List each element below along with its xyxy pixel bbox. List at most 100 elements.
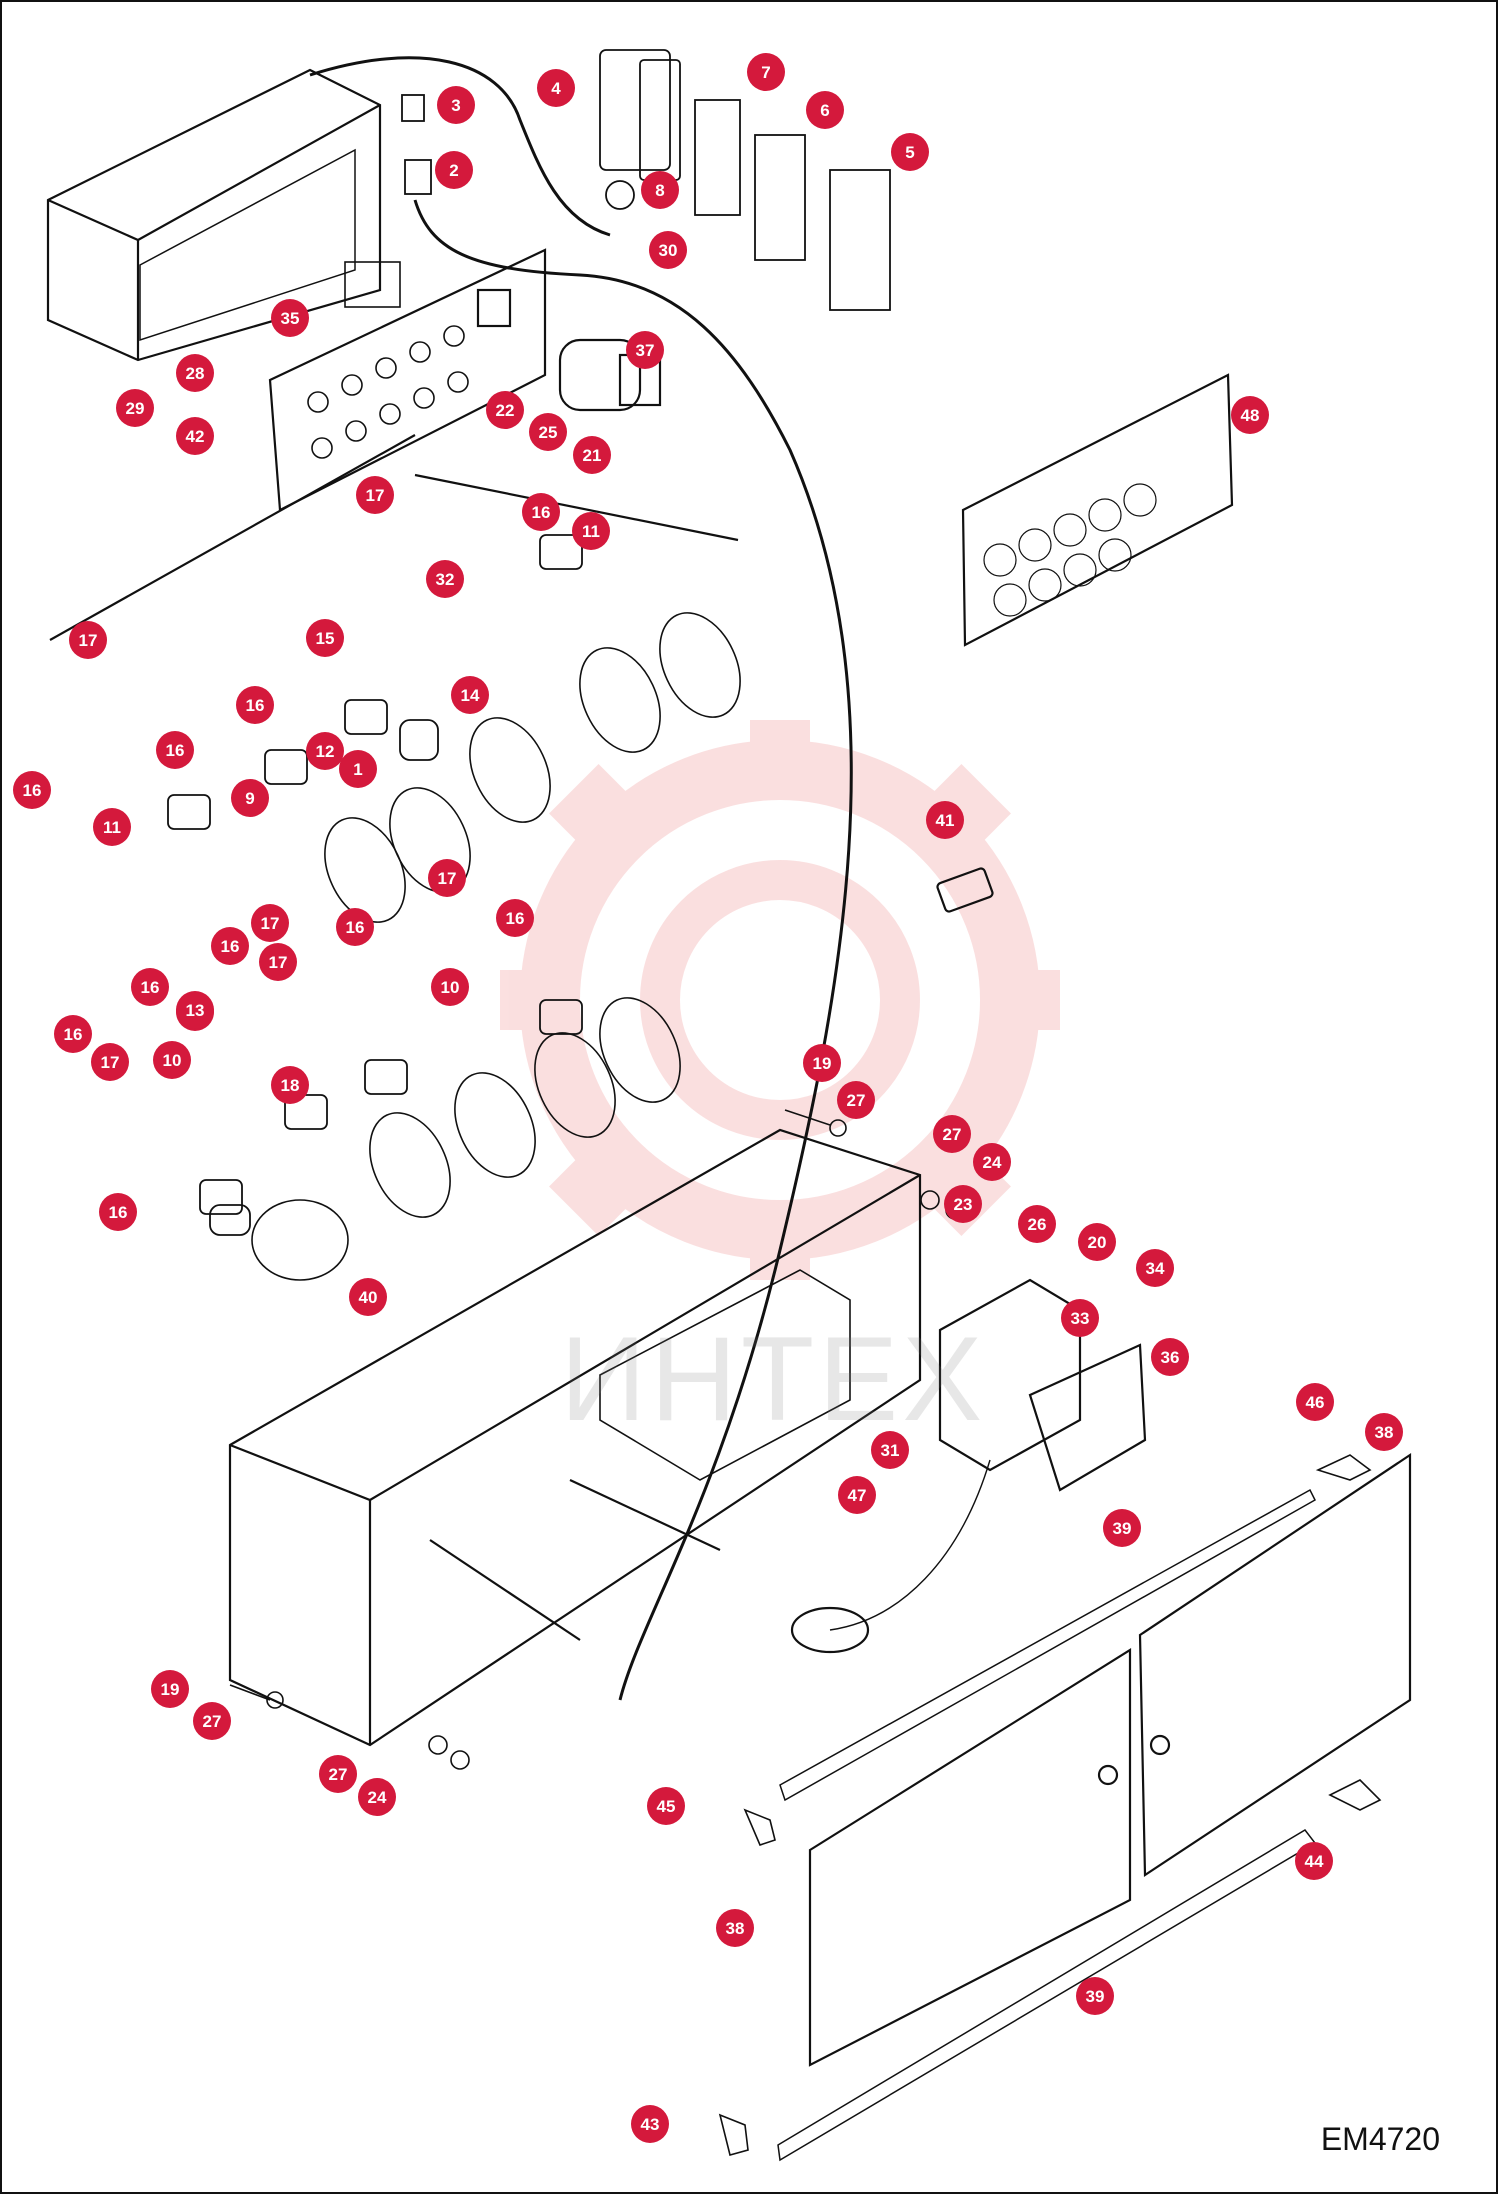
part-badge-16: 16 xyxy=(236,686,274,724)
switch-operator-icons xyxy=(167,534,583,1236)
svg-text:16: 16 xyxy=(506,909,525,928)
part-badge-12: 12 xyxy=(306,732,344,770)
part-badge-37: 37 xyxy=(626,331,664,369)
svg-text:38: 38 xyxy=(726,1919,745,1938)
part-badge-45: 45 xyxy=(647,1787,685,1825)
svg-text:16: 16 xyxy=(346,918,365,937)
bracket-icons xyxy=(718,1454,1382,2156)
part-badge-35: 35 xyxy=(271,299,309,337)
svg-text:17: 17 xyxy=(366,486,385,505)
button-bezel-icons xyxy=(251,612,741,1281)
part-badge-25: 25 xyxy=(529,413,567,451)
front-panel-icon xyxy=(268,248,547,512)
part-badge-16: 16 xyxy=(131,968,169,1006)
svg-text:5: 5 xyxy=(905,143,914,162)
part-badge-17: 17 xyxy=(356,476,394,514)
part-badge-42: 42 xyxy=(176,417,214,455)
part-badge-11: 11 xyxy=(93,808,131,846)
svg-text:18: 18 xyxy=(281,1076,300,1095)
svg-text:3: 3 xyxy=(451,96,460,115)
part-badge-1: 1 xyxy=(339,750,377,788)
watermark-text: ИНТЕХ xyxy=(560,1312,987,1446)
svg-text:34: 34 xyxy=(1146,1259,1165,1278)
part-badge-23: 23 xyxy=(944,1185,982,1223)
svg-text:12: 12 xyxy=(316,742,335,761)
svg-text:35: 35 xyxy=(281,309,300,328)
part-badge-21: 21 xyxy=(573,436,611,474)
svg-text:11: 11 xyxy=(582,522,600,541)
cabinet-frame-icon xyxy=(228,1128,922,1747)
part-badge-2: 2 xyxy=(435,151,473,189)
svg-text:39: 39 xyxy=(1086,1987,1105,2006)
svg-text:17: 17 xyxy=(261,914,280,933)
svg-text:4: 4 xyxy=(551,79,561,98)
svg-text:41: 41 xyxy=(936,811,955,830)
part-badge-46: 46 xyxy=(1296,1383,1334,1421)
part-badge-39: 39 xyxy=(1076,1977,1114,2015)
part-badge-41: 41 xyxy=(926,801,964,839)
connector-block-icons xyxy=(401,49,891,311)
part-badge-33: 33 xyxy=(1061,1299,1099,1337)
part-badge-44: 44 xyxy=(1295,1842,1333,1880)
part-badge-40: 40 xyxy=(349,1278,387,1316)
svg-text:22: 22 xyxy=(496,401,515,420)
part-badge-27: 27 xyxy=(319,1755,357,1793)
svg-text:24: 24 xyxy=(983,1153,1002,1172)
svg-text:16: 16 xyxy=(109,1203,128,1222)
part-badge-10: 10 xyxy=(153,1041,191,1079)
svg-text:27: 27 xyxy=(943,1125,962,1144)
svg-text:28: 28 xyxy=(186,364,205,383)
svg-text:27: 27 xyxy=(203,1712,222,1731)
part-badge-11: 11 xyxy=(572,512,610,550)
label-plate-icon xyxy=(961,373,1234,647)
svg-text:1: 1 xyxy=(353,760,362,779)
electronics-unit-icon xyxy=(790,1278,1147,1654)
part-badge-16: 16 xyxy=(156,731,194,769)
svg-text:16: 16 xyxy=(64,1025,83,1044)
part-badge-17: 17 xyxy=(91,1043,129,1081)
sliding-door-icons xyxy=(777,1452,1412,2162)
part-badge-16: 16 xyxy=(496,899,534,937)
part-badge-5: 5 xyxy=(891,133,929,171)
part-badge-27: 27 xyxy=(933,1115,971,1153)
svg-text:30: 30 xyxy=(659,241,678,260)
relay-icon xyxy=(936,867,994,913)
part-badge-4: 4 xyxy=(537,69,575,107)
part-badge-20: 20 xyxy=(1078,1223,1116,1261)
svg-text:21: 21 xyxy=(583,446,602,465)
part-badge-13: 13 xyxy=(176,991,214,1029)
part-badge-17: 17 xyxy=(69,621,107,659)
part-badge-26: 26 xyxy=(1018,1205,1056,1243)
part-badge-7: 7 xyxy=(747,53,785,91)
svg-text:11: 11 xyxy=(103,818,121,837)
part-badge-29: 29 xyxy=(116,389,154,427)
svg-text:37: 37 xyxy=(636,341,655,360)
part-badge-34: 34 xyxy=(1136,1249,1174,1287)
part-badge-16: 16 xyxy=(336,908,374,946)
part-badge-36: 36 xyxy=(1151,1338,1189,1376)
svg-text:9: 9 xyxy=(245,789,254,808)
svg-text:16: 16 xyxy=(23,781,42,800)
svg-text:20: 20 xyxy=(1088,1233,1107,1252)
svg-text:45: 45 xyxy=(657,1797,676,1816)
svg-text:14: 14 xyxy=(461,686,480,705)
part-badge-14: 14 xyxy=(451,676,489,714)
svg-text:47: 47 xyxy=(848,1486,867,1505)
svg-text:7: 7 xyxy=(761,63,770,82)
svg-text:36: 36 xyxy=(1161,1348,1180,1367)
part-badge-48: 48 xyxy=(1231,396,1269,434)
svg-text:10: 10 xyxy=(163,1051,182,1070)
svg-text:17: 17 xyxy=(79,631,98,650)
svg-text:31: 31 xyxy=(881,1441,900,1460)
svg-text:33: 33 xyxy=(1071,1309,1090,1328)
part-badge-16: 16 xyxy=(522,493,560,531)
svg-text:26: 26 xyxy=(1028,1215,1047,1234)
svg-text:40: 40 xyxy=(359,1288,378,1307)
part-badge-22: 22 xyxy=(486,391,524,429)
svg-text:16: 16 xyxy=(166,741,185,760)
svg-text:46: 46 xyxy=(1306,1393,1325,1412)
part-badge-18: 18 xyxy=(271,1066,309,1104)
part-badge-38: 38 xyxy=(716,1909,754,1947)
